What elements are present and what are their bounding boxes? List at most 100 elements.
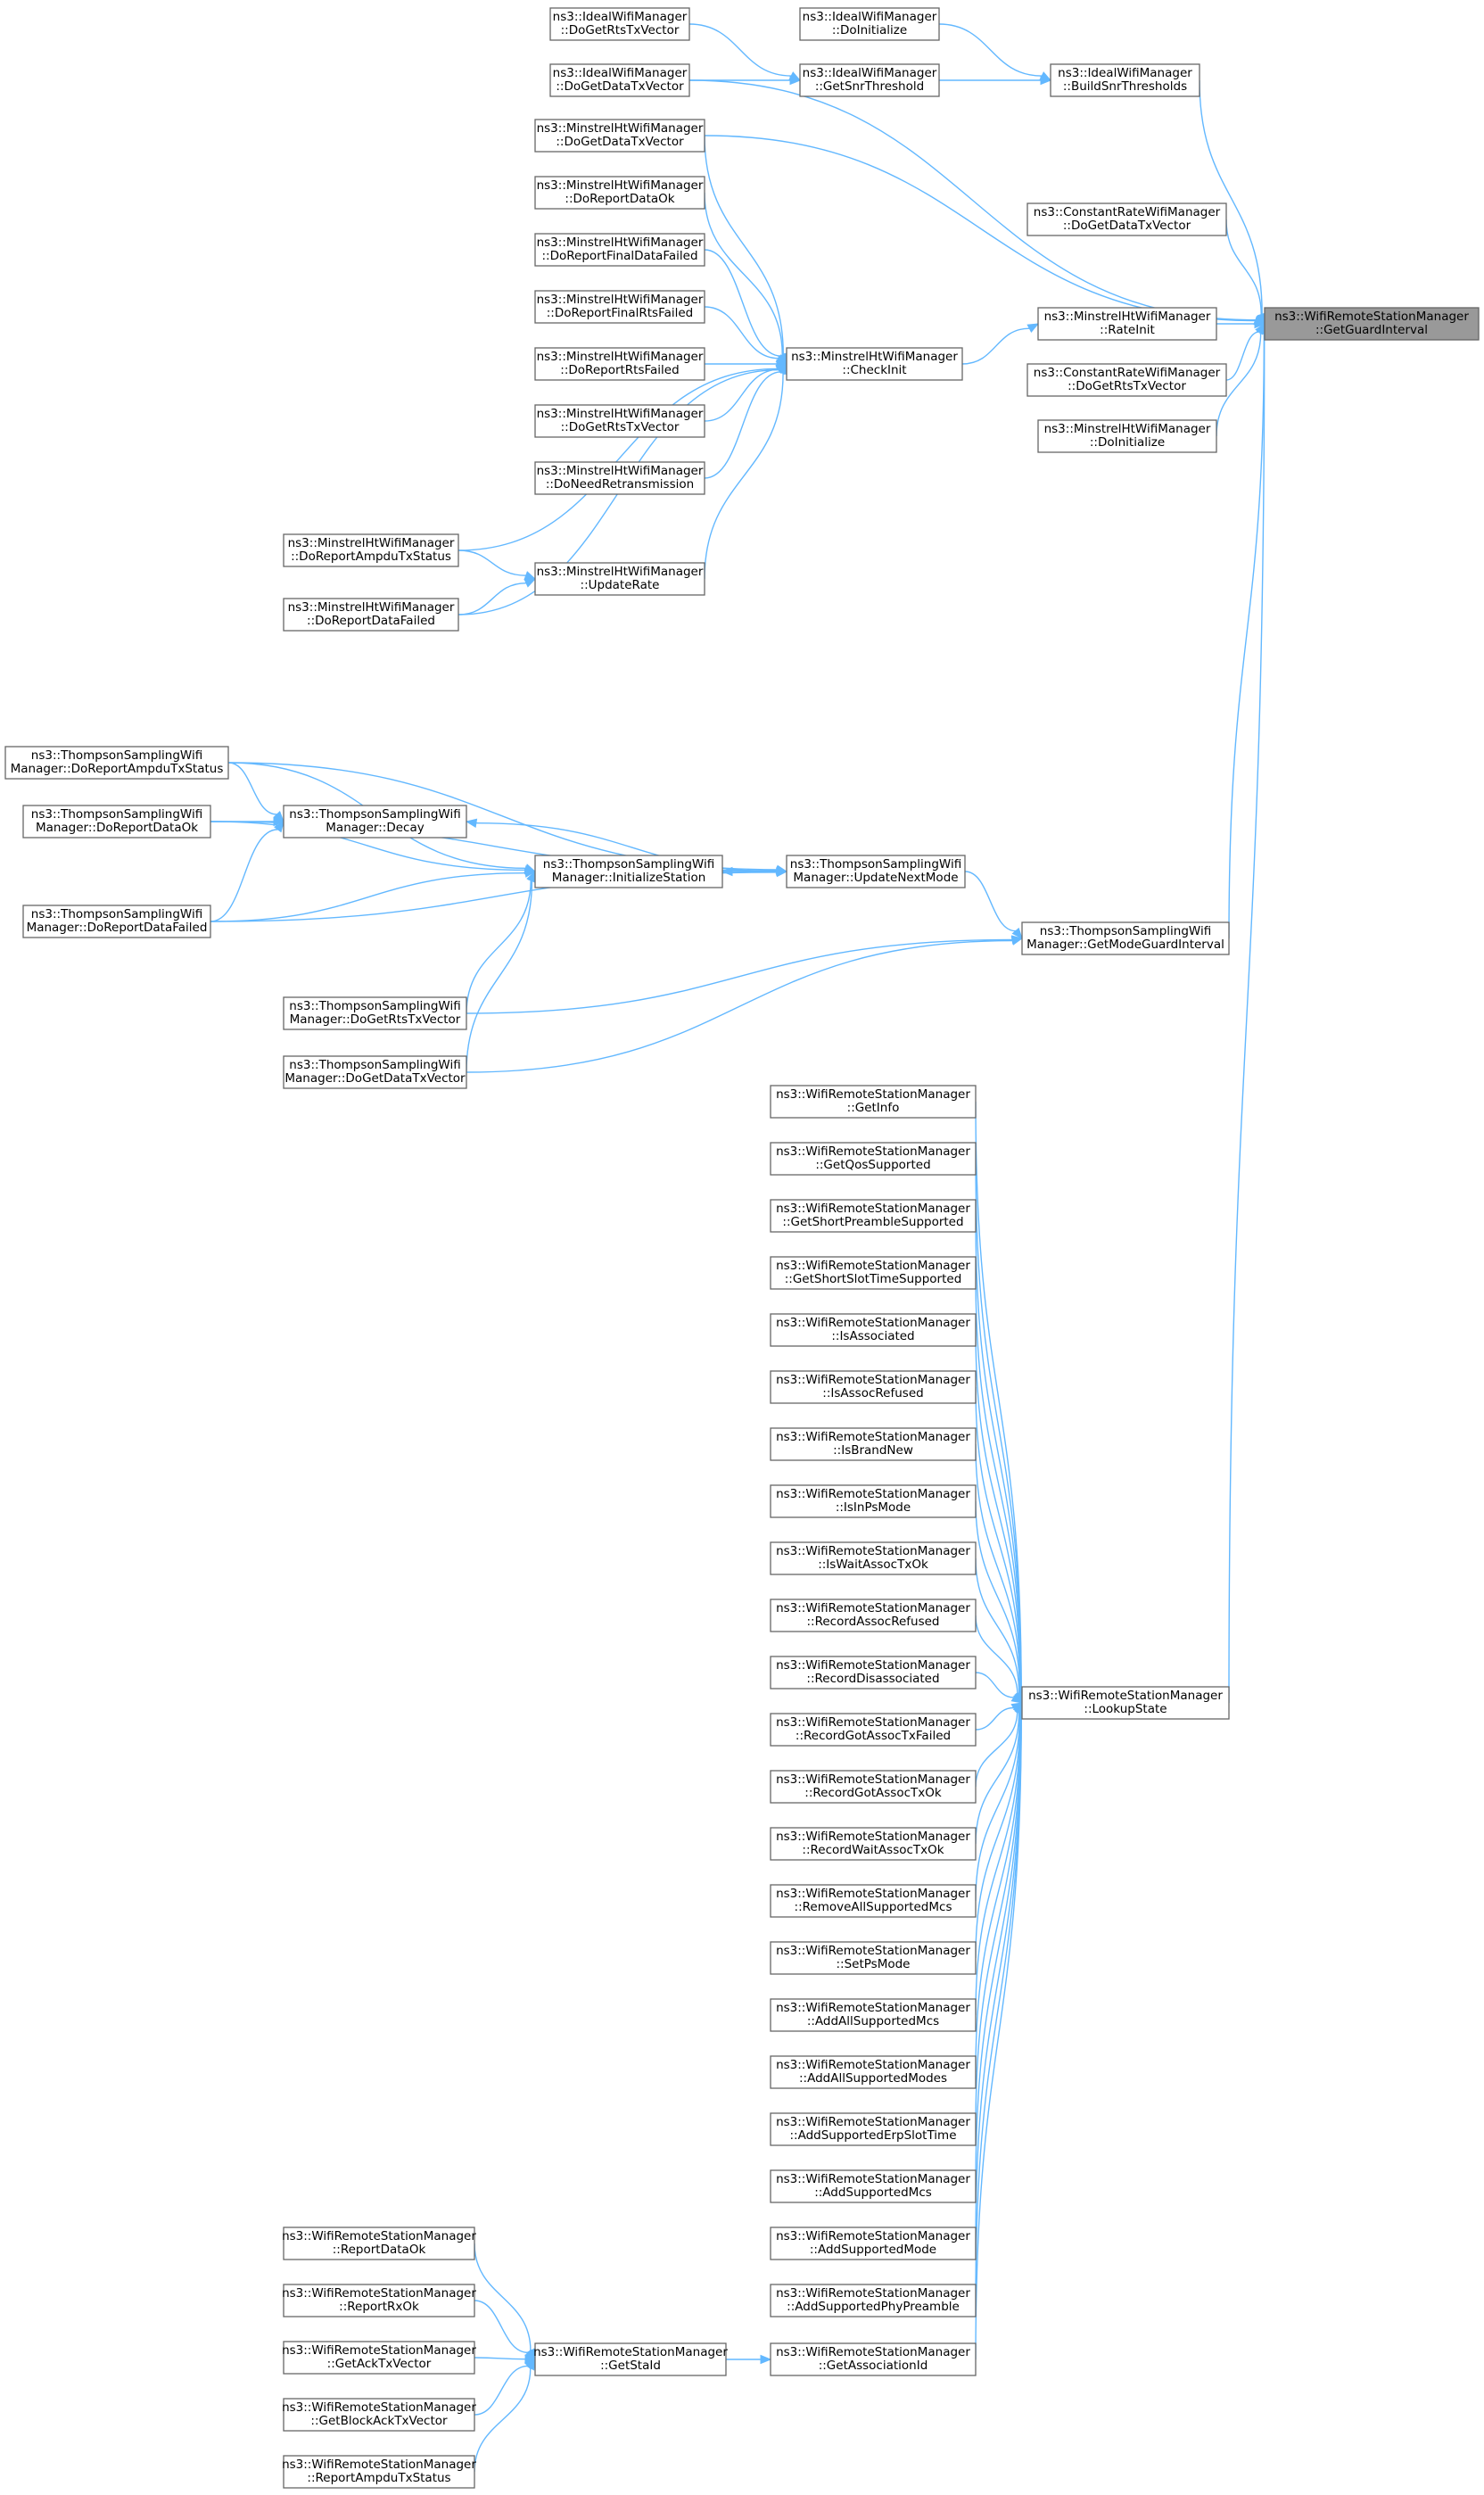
node-box[interactable]: [22, 805, 211, 839]
node-ts_update[interactable]: ns3::ThompsonSamplingWifiManager::Update…: [786, 855, 966, 888]
node-box[interactable]: [534, 562, 705, 596]
node-box[interactable]: [770, 2342, 977, 2376]
node-min_dataok[interactable]: ns3::MinstrelHtWifiManager::DoReportData…: [534, 176, 705, 210]
node-ideal_rts[interactable]: ns3::IdealWifiManager::DoGetRtsTxVector: [549, 7, 690, 41]
node-w_recwaitok[interactable]: ns3::WifiRemoteStationManager::RecordWai…: [770, 1827, 977, 1861]
node-const_data[interactable]: ns3::ConstantRateWifiManager::DoGetDataT…: [1026, 202, 1227, 236]
node-w_inps[interactable]: ns3::WifiRemoteStationManager::IsInPsMod…: [770, 1484, 977, 1518]
node-w_isassoc[interactable]: ns3::WifiRemoteStationManager::IsAssocia…: [770, 1313, 977, 1347]
node-box[interactable]: [22, 905, 211, 938]
node-min_ampdu[interactable]: ns3::MinstrelHtWifiManager::DoReportAmpd…: [283, 533, 459, 567]
node-box[interactable]: [770, 1142, 977, 1176]
node-box[interactable]: [534, 461, 705, 495]
node-box[interactable]: [770, 1085, 977, 1119]
node-w_addmode[interactable]: ns3::WifiRemoteStationManager::AddSuppor…: [770, 2226, 977, 2260]
node-w_recgotfailed[interactable]: ns3::WifiRemoteStationManager::RecordGot…: [770, 1713, 977, 1747]
node-box[interactable]: [1026, 363, 1227, 397]
node-box[interactable]: [770, 2055, 977, 2089]
node-min_rtsfailed[interactable]: ns3::MinstrelHtWifiManager::DoReportRtsF…: [534, 347, 705, 381]
node-box[interactable]: [534, 855, 723, 888]
node-w_addphy[interactable]: ns3::WifiRemoteStationManager::AddSuppor…: [770, 2284, 977, 2317]
node-box[interactable]: [770, 1484, 977, 1518]
node-box[interactable]: [283, 2284, 475, 2317]
node-box[interactable]: [799, 63, 940, 97]
node-w_getblockack[interactable]: ns3::WifiRemoteStationManager::GetBlockA…: [282, 2398, 476, 2432]
node-ts_ampdu[interactable]: ns3::ThompsonSamplingWifiManager::DoRepo…: [4, 746, 229, 780]
node-ts_dataok[interactable]: ns3::ThompsonSamplingWifiManager::DoRepo…: [22, 805, 211, 839]
node-box[interactable]: [770, 1827, 977, 1861]
node-ideal_build[interactable]: ns3::IdealWifiManager::BuildSnrThreshold…: [1050, 63, 1200, 97]
node-w_getstaid[interactable]: ns3::WifiRemoteStationManager::GetStaId: [533, 2342, 728, 2376]
node-w_getinfo[interactable]: ns3::WifiRemoteStationManager::GetInfo: [770, 1085, 977, 1119]
node-box[interactable]: [770, 1427, 977, 1461]
node-w_shortpre[interactable]: ns3::WifiRemoteStationManager::GetShortP…: [770, 1199, 977, 1233]
node-box[interactable]: [534, 176, 705, 210]
node-w_getack[interactable]: ns3::WifiRemoteStationManager::GetAckTxV…: [282, 2341, 476, 2375]
node-w_reportampdu[interactable]: ns3::WifiRemoteStationManager::ReportAmp…: [282, 2455, 476, 2489]
node-box[interactable]: [786, 855, 966, 888]
node-w_adderp[interactable]: ns3::WifiRemoteStationManager::AddSuppor…: [770, 2112, 977, 2146]
node-w_removemcs[interactable]: ns3::WifiRemoteStationManager::RemoveAll…: [770, 1884, 977, 1918]
node-min_doinit[interactable]: ns3::MinstrelHtWifiManager::DoInitialize: [1037, 419, 1217, 453]
node-box[interactable]: [770, 1713, 977, 1747]
node-box[interactable]: [770, 1199, 977, 1233]
node-const_rts[interactable]: ns3::ConstantRateWifiManager::DoGetRtsTx…: [1026, 363, 1227, 397]
node-box[interactable]: [534, 119, 705, 153]
node-w_recgotok[interactable]: ns3::WifiRemoteStationManager::RecordGot…: [770, 1770, 977, 1804]
node-ts_datafailed[interactable]: ns3::ThompsonSamplingWifiManager::DoRepo…: [22, 905, 211, 938]
node-box[interactable]: [1037, 307, 1217, 341]
node-box[interactable]: [770, 1256, 977, 1290]
node-box[interactable]: [1026, 202, 1227, 236]
node-w_setps[interactable]: ns3::WifiRemoteStationManager::SetPsMode: [770, 1941, 977, 1975]
node-w_isrefused[interactable]: ns3::WifiRemoteStationManager::IsAssocRe…: [770, 1370, 977, 1404]
node-min_finaldata[interactable]: ns3::MinstrelHtWifiManager::DoReportFina…: [534, 233, 705, 267]
node-ts_initsta[interactable]: ns3::ThompsonSamplingWifiManager::Initia…: [534, 855, 723, 888]
node-box[interactable]: [770, 1370, 977, 1404]
node-box[interactable]: [770, 2226, 977, 2260]
node-ideal_data[interactable]: ns3::IdealWifiManager::DoGetDataTxVector: [549, 63, 690, 97]
node-w_reportrxok[interactable]: ns3::WifiRemoteStationManager::ReportRxO…: [282, 2284, 476, 2317]
node-box[interactable]: [283, 2455, 475, 2489]
node-w_addallmcs[interactable]: ns3::WifiRemoteStationManager::AddAllSup…: [770, 1998, 977, 2032]
node-w_recdisassoc[interactable]: ns3::WifiRemoteStationManager::RecordDis…: [770, 1656, 977, 1689]
node-ideal_init[interactable]: ns3::IdealWifiManager::DoInitialize: [799, 7, 940, 41]
node-box[interactable]: [534, 2342, 727, 2376]
node-w_addmcs[interactable]: ns3::WifiRemoteStationManager::AddSuppor…: [770, 2169, 977, 2203]
node-box[interactable]: [534, 290, 705, 324]
node-min_finalrts[interactable]: ns3::MinstrelHtWifiManager::DoReportFina…: [534, 290, 705, 324]
node-box[interactable]: [770, 1599, 977, 1632]
node-box[interactable]: [1050, 63, 1200, 97]
node-box[interactable]: [534, 347, 705, 381]
node-box[interactable]: [283, 2226, 475, 2260]
node-box[interactable]: [283, 2398, 475, 2432]
node-min_rts[interactable]: ns3::MinstrelHtWifiManager::DoGetRtsTxVe…: [534, 404, 705, 438]
node-box[interactable]: [283, 2341, 475, 2375]
node-box[interactable]: [549, 63, 690, 97]
node-box[interactable]: [1264, 307, 1480, 341]
node-min_check[interactable]: ns3::MinstrelHtWifiManager::CheckInit: [786, 347, 963, 381]
node-box[interactable]: [770, 1770, 977, 1804]
node-box[interactable]: [534, 404, 705, 438]
node-box[interactable]: [770, 2112, 977, 2146]
node-box[interactable]: [770, 1541, 977, 1575]
node-box[interactable]: [770, 1884, 977, 1918]
node-box[interactable]: [549, 7, 690, 41]
node-ts_data[interactable]: ns3::ThompsonSamplingWifiManager::DoGetD…: [283, 1055, 467, 1089]
node-box[interactable]: [770, 1313, 977, 1347]
node-box[interactable]: [283, 805, 467, 839]
node-ideal_snr[interactable]: ns3::IdealWifiManager::GetSnrThreshold: [799, 63, 940, 97]
node-ts_rts[interactable]: ns3::ThompsonSamplingWifiManager::DoGetR…: [283, 996, 467, 1030]
node-box[interactable]: [799, 7, 940, 41]
node-box[interactable]: [770, 1656, 977, 1689]
node-min_data[interactable]: ns3::MinstrelHtWifiManager::DoGetDataTxV…: [534, 119, 705, 153]
node-box[interactable]: [770, 1998, 977, 2032]
node-box[interactable]: [1037, 419, 1217, 453]
node-min_update[interactable]: ns3::MinstrelHtWifiManager::UpdateRate: [534, 562, 705, 596]
node-box[interactable]: [770, 2284, 977, 2317]
node-box[interactable]: [534, 233, 705, 267]
node-w_waitassoc[interactable]: ns3::WifiRemoteStationManager::IsWaitAss…: [770, 1541, 977, 1575]
node-w_lookup[interactable]: ns3::WifiRemoteStationManager::LookupSta…: [1021, 1686, 1230, 1720]
node-w_recrefused[interactable]: ns3::WifiRemoteStationManager::RecordAss…: [770, 1599, 977, 1632]
node-box[interactable]: [1021, 921, 1230, 955]
